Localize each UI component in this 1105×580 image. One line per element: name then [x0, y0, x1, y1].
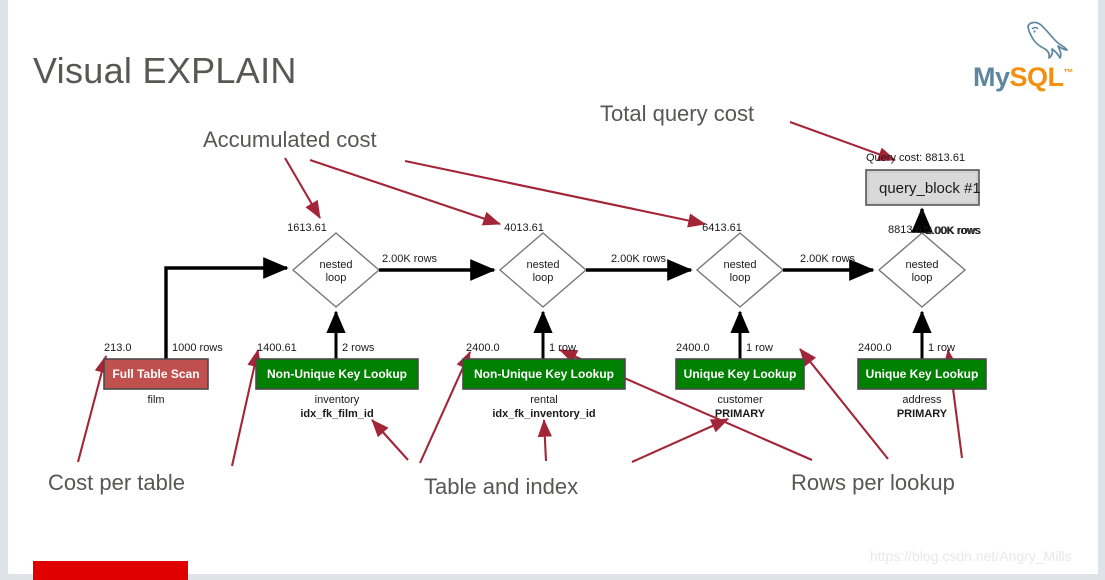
mysql-wordmark: MySQL™: [973, 62, 1074, 93]
rental-table-name: rental: [530, 394, 558, 406]
query-block-group[interactable]: Query cost: 8813.61 query_block #1: [865, 152, 981, 206]
customer-rows: 1 row: [746, 342, 773, 354]
nested-loop-node-4[interactable]: nested loop: [877, 232, 967, 308]
nested-loop-4-line2: loop: [912, 272, 933, 284]
join-3-out-rows: 2.00K rows: [800, 253, 856, 265]
table-feed-edges: [326, 310, 932, 359]
inventory-cost: 1400.61: [257, 342, 297, 354]
nested-loop-node-3[interactable]: nested loop 6413.61: [695, 222, 785, 308]
nested-loop-3-line2: loop: [730, 272, 751, 284]
address-access-type: Unique Key Lookup: [866, 367, 979, 381]
customer-access-type: Unique Key Lookup: [684, 367, 797, 381]
customer-table-name: customer: [717, 394, 763, 406]
inventory-index-name: idx_fk_film_id: [300, 408, 373, 420]
nested-loop-2-line1: nested: [526, 259, 559, 271]
address-rows: 1 row: [928, 342, 955, 354]
logo-trademark: ™: [1063, 68, 1074, 79]
join-2-out-rows: 2.00K rows: [611, 253, 667, 265]
film-access-type: Full Table Scan: [112, 367, 199, 381]
nested-loop-1-cost: 1613.61: [287, 222, 327, 234]
root-cost-label: 8813.61: [888, 224, 928, 236]
nested-loop-2-cost: 4013.61: [504, 222, 544, 234]
inventory-table-name: inventory: [315, 394, 360, 406]
nested-loop-3-line1: nested: [723, 259, 756, 271]
film-cost: 213.0: [104, 342, 132, 354]
table-node-address[interactable]: 2400.0 1 row Unique Key Lookup address P…: [857, 342, 987, 420]
query-block-label: query_block #1: [879, 180, 981, 197]
rental-cost: 2400.0: [466, 342, 500, 354]
annotation-cost-per-table: Cost per table: [48, 470, 185, 495]
inventory-rows: 2 rows: [342, 342, 375, 354]
logo-sql-text: SQL: [1009, 62, 1065, 92]
nested-loop-4-line1: nested: [905, 259, 938, 271]
logo-my-text: My: [973, 62, 1010, 92]
nested-loop-2-line2: loop: [533, 272, 554, 284]
nested-loop-3-cost: 6413.61: [702, 222, 742, 234]
slide-edge-left: [0, 0, 8, 580]
annotation-rows-per-lookup: Rows per lookup: [791, 470, 955, 495]
mysql-logo: MySQL™: [968, 21, 1078, 93]
slide-edge-right: [1098, 0, 1105, 580]
nested-loop-1-line2: loop: [326, 272, 347, 284]
table-node-customer[interactable]: 2400.0 1 row Unique Key Lookup customer …: [675, 342, 805, 420]
address-index-name: PRIMARY: [897, 408, 948, 420]
annotation-total-query-cost: Total query cost: [600, 101, 755, 126]
film-rows: 1000 rows: [172, 342, 223, 354]
annotation-table-and-index: Table and index: [424, 474, 579, 499]
nested-loop-node-1[interactable]: nested loop 1613.61: [287, 222, 381, 308]
rental-rows: 1 row: [549, 342, 576, 354]
slide-edge-bottom: [0, 574, 1105, 580]
watermark-text: https://blog.csdn.net/Angry_Mills: [870, 548, 1072, 564]
customer-index-name: PRIMARY: [715, 408, 766, 420]
nested-loop-1-line1: nested: [319, 259, 352, 271]
address-cost: 2400.0: [858, 342, 892, 354]
footer-red-bar: [33, 561, 188, 580]
rental-access-type: Non-Unique Key Lookup: [474, 367, 614, 381]
inventory-access-type: Non-Unique Key Lookup: [267, 367, 407, 381]
rental-index-name: idx_fk_inventory_id: [492, 408, 595, 420]
root-rows-label: 2.00K rows: [926, 225, 982, 237]
query-cost-label: Query cost: 8813.61: [866, 152, 965, 164]
annotation-accumulated-cost: Accumulated cost: [203, 127, 377, 152]
nested-loop-node-2[interactable]: nested loop 4013.61: [498, 222, 588, 308]
page-title: Visual EXPLAIN: [33, 50, 297, 91]
customer-cost: 2400.0: [676, 342, 710, 354]
join-flow-edges: 2.00K rows 2.00K rows 2.00K rows 2.00K r…: [379, 225, 981, 281]
table-node-film[interactable]: 213.0 1000 rows Full Table Scan film: [103, 342, 223, 406]
table-node-rental[interactable]: 2400.0 1 row Non-Unique Key Lookup renta…: [462, 342, 626, 420]
join-4-out-rows: 2.00K rows: [925, 225, 981, 237]
address-table-name: address: [902, 394, 942, 406]
film-table-name: film: [147, 394, 164, 406]
table-node-inventory[interactable]: 1400.61 2 rows Non-Unique Key Lookup inv…: [255, 342, 419, 420]
dolphin-icon: [1027, 21, 1068, 59]
join-1-out-rows: 2.00K rows: [382, 253, 438, 265]
